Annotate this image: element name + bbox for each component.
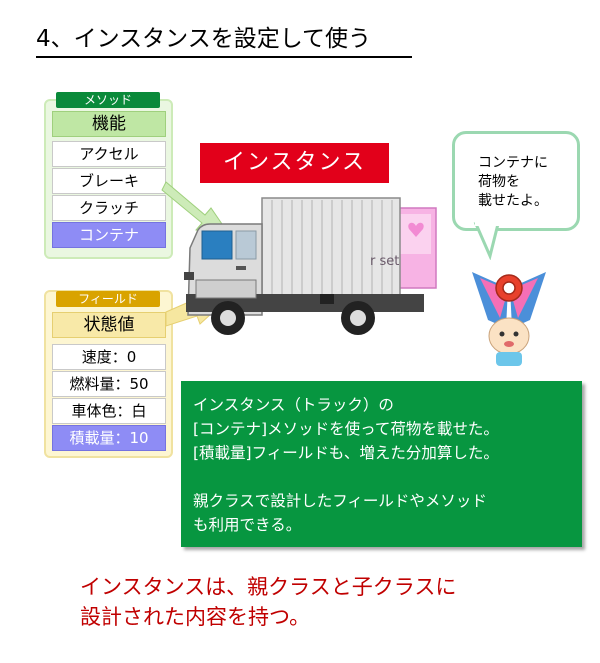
wheel-front: [211, 301, 245, 335]
info-line-6: も利用できる。: [193, 516, 302, 534]
container-text: r set: [370, 254, 399, 269]
method-item-accel: アクセル: [52, 141, 166, 167]
heart-icon: [408, 222, 424, 237]
speech-bubble: [452, 131, 580, 231]
speech-bubble-tail: [473, 222, 500, 260]
truck-illustration: r set: [184, 197, 437, 335]
method-tag: メソッド: [56, 92, 160, 108]
field-header: 状態値: [52, 312, 166, 338]
bubble-line-3: 載せたよ。: [478, 193, 548, 209]
cab-window: [201, 230, 233, 260]
field-tag: フィールド: [56, 291, 160, 307]
info-box: [181, 381, 582, 547]
method-item-clutch: クラッチ: [52, 195, 166, 221]
info-line-1: インスタンス（トラック）の: [193, 396, 394, 414]
field-item-fuel: 燃料量：50: [52, 371, 166, 397]
info-line-3: [積載量]フィールドも、増えた分加算した。: [193, 444, 499, 462]
mascot-character: [472, 272, 546, 366]
method-header: 機能: [52, 111, 166, 137]
wheel-rear: [341, 301, 375, 335]
method-item-container: コンテナ: [52, 222, 166, 248]
field-item-load: 積載量：10: [52, 425, 166, 451]
bubble-line-2: 荷物を: [478, 174, 520, 190]
method-item-brake: ブレーキ: [52, 168, 166, 194]
info-line-5: 親クラスで設計したフィールドやメソッド: [193, 492, 487, 510]
field-item-color: 車体色：白: [52, 398, 166, 424]
field-item-speed: 速度：0: [52, 344, 166, 370]
instance-label: インスタンス: [200, 143, 389, 183]
summary-line-1: インスタンスは、親クラスと子クラスに: [80, 575, 457, 599]
info-line-2: [コンテナ]メソッドを使って荷物を載せた。: [193, 420, 499, 438]
bubble-line-1: コンテナに: [478, 155, 548, 171]
summary-line-2: 設計された内容を持つ。: [80, 605, 311, 629]
truck-box: [261, 197, 401, 311]
page-title: 4、インスタンスを設定して使う: [36, 22, 412, 58]
